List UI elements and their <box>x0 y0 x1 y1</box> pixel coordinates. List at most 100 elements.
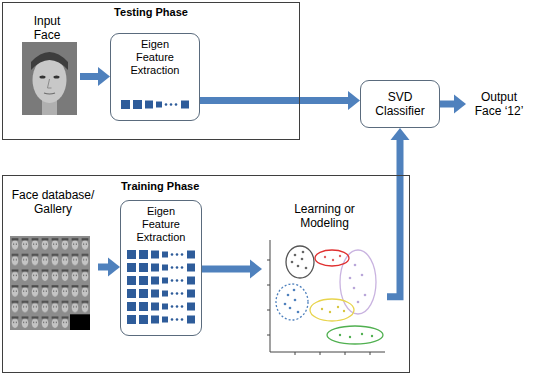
flow-arrow <box>200 91 360 110</box>
plot-axes <box>270 240 385 352</box>
arrow-head <box>391 128 410 140</box>
arrow-shaft <box>387 139 400 297</box>
drawing-circle <box>297 265 300 268</box>
cluster-points <box>339 333 373 338</box>
feature-squares <box>127 276 195 285</box>
classifier-box: SVD Classifier <box>360 80 440 128</box>
drawing-circle <box>284 303 287 306</box>
arrow-shaft <box>98 264 109 271</box>
cluster-points <box>321 306 345 313</box>
cluster-ellipse <box>340 250 376 314</box>
drawing-circle <box>349 336 351 338</box>
drawing-circle <box>289 307 292 310</box>
drawing-circle <box>329 311 331 313</box>
drawing-circle <box>361 333 363 335</box>
feature-squares <box>121 100 189 109</box>
feature-squares <box>127 250 195 259</box>
output-label: Output Face ‘12’ <box>466 86 532 122</box>
feature-squares <box>127 289 195 298</box>
drawing-circle <box>361 274 364 277</box>
phase-panel: Training PhaseFace database/ GalleryEige… <box>2 175 410 373</box>
cluster-ellipse <box>276 284 308 320</box>
feature-squares <box>127 302 195 311</box>
drawing-circle <box>297 311 300 314</box>
arrow-head <box>108 258 120 277</box>
drawing-circle <box>339 255 341 257</box>
drawing-circle <box>354 264 357 267</box>
gallery-tiles <box>10 236 90 330</box>
phase-panel: Testing PhaseInput FaceEigen Feature Ext… <box>2 2 300 140</box>
process-box: Eigen Feature Extraction <box>110 33 200 121</box>
process-label: Eigen Feature Extraction <box>125 38 185 77</box>
cluster-points <box>291 251 308 270</box>
arrow-head <box>454 95 466 114</box>
flow-arrow <box>440 95 466 114</box>
arrow-shaft <box>202 266 251 273</box>
drawing-circle <box>324 256 326 258</box>
photo-hair <box>31 52 68 70</box>
drawing-circle <box>349 277 352 280</box>
input-face-image: Input Face <box>14 14 80 120</box>
drawing-circle <box>353 287 356 290</box>
plot-ticks <box>267 260 370 355</box>
gallery-empty-tile <box>70 314 90 330</box>
drawing-circle <box>305 267 308 270</box>
flow-arrow <box>98 258 120 277</box>
photo-nose <box>48 79 52 88</box>
drawing-circle <box>371 335 373 337</box>
arrow-shaft <box>440 101 455 108</box>
drawing-circle <box>343 310 345 312</box>
process-label: Eigen Feature Extraction <box>131 205 191 244</box>
drawing-circle <box>339 334 341 336</box>
drawing-circle <box>332 259 334 261</box>
process-box: Eigen Feature Extraction <box>120 200 202 336</box>
cluster-ellipse <box>286 246 314 278</box>
plot-caption: Learning or Modeling <box>285 202 365 230</box>
feature-squares <box>127 263 195 272</box>
arrow-head <box>250 260 262 279</box>
cluster-points <box>284 289 300 314</box>
drawing-circle <box>294 299 297 302</box>
model-plot: Learning or Modeling <box>262 202 387 360</box>
drawing-circle <box>294 254 297 257</box>
photo-eye <box>40 76 46 79</box>
arrow-shaft <box>200 97 349 104</box>
drawing-circle <box>364 294 367 297</box>
cluster-plot <box>267 240 385 355</box>
drawing-circle <box>291 261 294 264</box>
feature-square-grid <box>127 250 195 324</box>
drawing-circle <box>302 251 305 254</box>
photo-mouth <box>44 93 55 94</box>
drawing-circle <box>301 258 304 261</box>
photo-eye <box>54 76 60 79</box>
panel-title: Testing Phase <box>114 6 188 19</box>
flow-arrow <box>202 260 262 279</box>
image-caption: Face database/ Gallery <box>11 188 95 216</box>
input-face-photo <box>22 42 77 115</box>
arrow-shaft <box>80 73 99 80</box>
image-caption: Input Face <box>24 14 70 42</box>
flow-arrow <box>80 67 110 86</box>
face-gallery-image: Face database/ Gallery <box>8 188 98 334</box>
drawing-circle <box>293 289 296 292</box>
cluster-points <box>324 255 341 261</box>
arrow-head <box>98 67 110 86</box>
drawing-circle <box>357 301 360 304</box>
classifier-label: SVD Classifier <box>367 90 433 118</box>
flow-arrow <box>387 128 410 297</box>
photo-ground <box>22 42 77 115</box>
feature-squares <box>127 315 195 324</box>
drawing-circle <box>321 308 323 310</box>
cluster-points <box>349 264 367 304</box>
cluster-ellipse <box>327 326 383 344</box>
drawing-circle <box>287 294 290 297</box>
arrow-head <box>348 91 360 110</box>
cluster-ellipse <box>310 299 354 321</box>
panel-title: Training Phase <box>121 180 199 193</box>
cluster-ellipse <box>315 250 349 266</box>
output-text: Output Face ‘12’ <box>469 90 529 118</box>
face-gallery-photos <box>10 236 90 330</box>
